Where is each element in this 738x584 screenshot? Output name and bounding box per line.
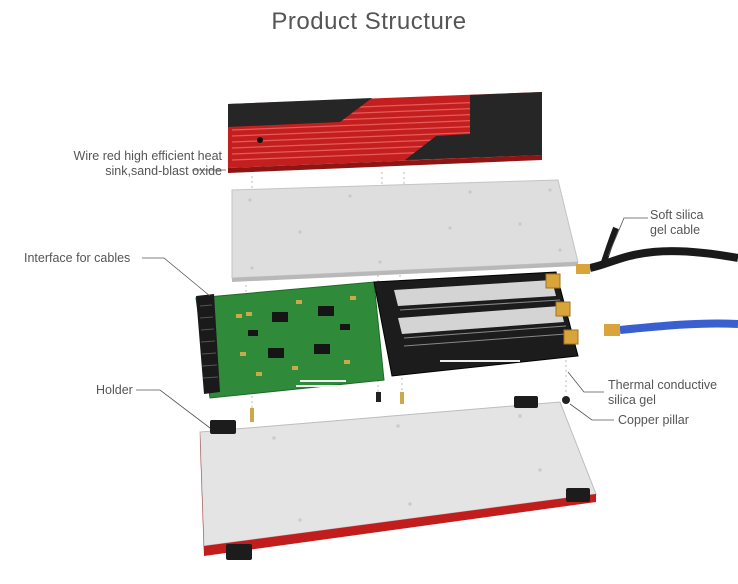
holder-label: Holder (96, 383, 133, 398)
green-pcb (196, 282, 384, 398)
holder (200, 396, 596, 560)
soft-silica-gel-cables (576, 228, 738, 336)
copper-pillar-label: Copper pillar (618, 413, 689, 428)
interface-label: Interface for cables (24, 251, 130, 266)
soft-cable-label: Soft silica gel cable (650, 208, 704, 238)
aluminium-plate (232, 180, 578, 282)
heat-sink-label: Wire red high efficient heat sink,sand-b… (30, 149, 222, 179)
thermal-gel-label: Thermal conductive silica gel (608, 378, 717, 408)
heat-sink (228, 92, 542, 173)
power-board (374, 272, 578, 376)
